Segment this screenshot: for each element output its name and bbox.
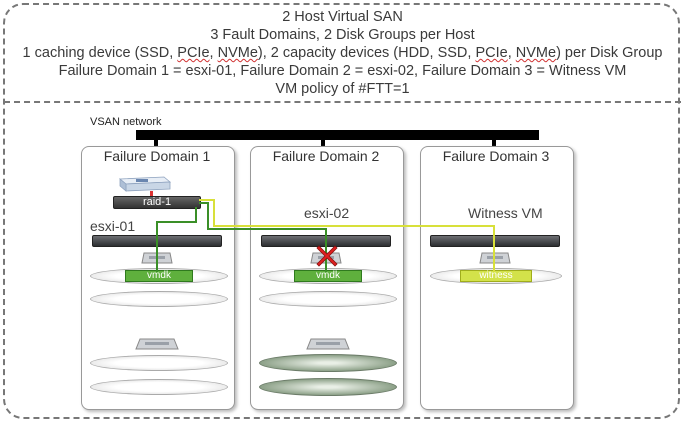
outer-dashed-frame [3, 3, 680, 419]
failure-domain-1-title: Failure Domain 1 [103, 148, 211, 164]
capacity-disk [90, 379, 228, 395]
header-line-5: VM policy of #FTT=1 [275, 81, 410, 97]
controller-icon-esxi-02-group-2 [306, 338, 350, 350]
capacity-disk [90, 291, 228, 307]
vmdk-component-esxi-02: vmdk [294, 270, 362, 282]
header-line-4: Failure Domain 1 = esxi-01, Failure Doma… [58, 63, 627, 79]
network-drop-1 [154, 140, 158, 146]
host-label-esxi-02: esxi-02 [304, 205, 350, 221]
network-drop-2 [321, 140, 325, 146]
failure-domain-2-title: Failure Domain 2 [272, 148, 380, 164]
controller-icon-esxi-01 [141, 252, 173, 264]
vsan-network-bar [136, 130, 539, 140]
header-line-3: 1 caching device (SSD, PCIe, NVMe), 2 ca… [22, 45, 663, 61]
vm-icon [118, 176, 172, 192]
capacity-disk [259, 291, 397, 307]
server-witness [430, 235, 560, 247]
vm-connector [150, 191, 153, 197]
header-line-1: 2 Host Virtual SAN [282, 9, 403, 25]
header-line-2: 3 Fault Domains, 2 Disk Groups per Host [210, 27, 475, 43]
failed-capacity-disk [259, 354, 397, 372]
failure-domain-3-title: Failure Domain 3 [442, 148, 550, 164]
vsan-network-label: VSAN network [90, 116, 162, 128]
failure-x-icon [316, 245, 338, 267]
network-drop-3 [492, 140, 496, 146]
raid-1-label: raid-1 [113, 196, 201, 209]
header-divider [4, 101, 681, 103]
witness-component: witness [460, 270, 532, 282]
controller-icon-esxi-01-group-2 [135, 338, 179, 350]
capacity-disk [90, 355, 228, 371]
failed-capacity-disk [259, 378, 397, 396]
controller-icon-witness [479, 252, 511, 264]
server-esxi-01 [92, 235, 222, 247]
host-label-witness: Witness VM [468, 205, 543, 221]
host-label-esxi-01: esxi-01 [90, 218, 136, 234]
vmdk-component-esxi-01: vmdk [125, 270, 193, 282]
